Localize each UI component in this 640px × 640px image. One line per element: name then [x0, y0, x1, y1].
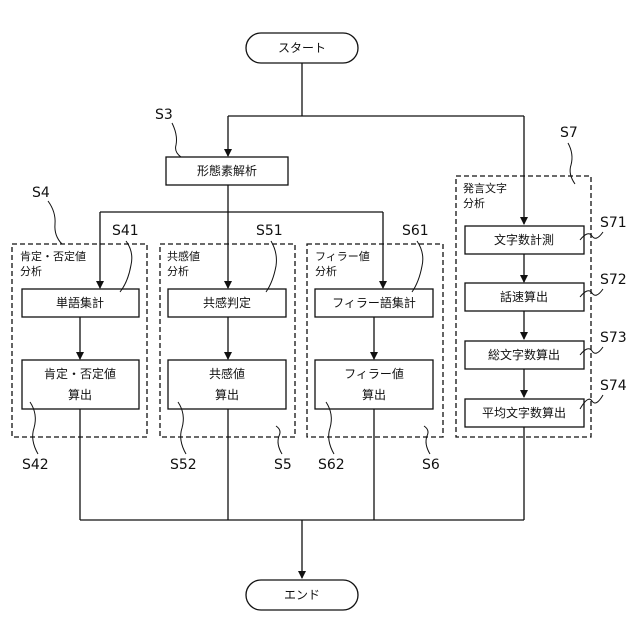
node-word-count-label: 単語集計: [56, 295, 104, 310]
leader-s62: [326, 402, 334, 454]
group-speech-label-2: 分析: [463, 196, 485, 210]
leader-s52: [178, 402, 186, 454]
start-terminal-label: スタート: [278, 41, 326, 55]
node-morph-label: 形態素解析: [197, 163, 257, 178]
group-posneg-label-2: 分析: [20, 264, 42, 278]
node-empathy-calc-label-1: 共感値: [209, 366, 245, 381]
ref-s42: S42: [22, 457, 49, 473]
ref-s4: S4: [32, 185, 50, 201]
node-filler-calc-label-2: 算出: [362, 387, 386, 402]
leader-s4: [48, 201, 62, 244]
ref-s73: S73: [600, 330, 627, 346]
node-empathy-calc: 共感値 算出: [168, 360, 286, 409]
node-filler-calc-label-1: フィラー値: [344, 366, 404, 381]
ref-s72: S72: [600, 272, 627, 288]
leader-s41: [120, 241, 132, 292]
ref-s41: S41: [112, 223, 139, 239]
node-filler-count-label: フィラー語集計: [332, 295, 416, 310]
group-posneg-label-1: 肯定・否定値: [20, 249, 86, 263]
leader-s3: [172, 123, 181, 157]
group-empathy-label-1: 共感値: [167, 250, 200, 263]
leader-s51: [266, 241, 276, 292]
ref-s5: S5: [274, 457, 292, 473]
ref-s71: S71: [600, 215, 627, 231]
node-total-chars-label: 総文字数算出: [488, 347, 560, 362]
ref-s6: S6: [422, 457, 440, 473]
group-speech-label-1: 発言文字: [463, 181, 507, 195]
node-total-chars: 総文字数算出: [465, 341, 584, 369]
node-morph: 形態素解析: [166, 157, 288, 185]
start-terminal: スタート: [246, 33, 358, 63]
ref-s3: S3: [155, 107, 173, 123]
node-avg-chars: 平均文字数算出: [465, 399, 584, 427]
node-posneg-calc: 肯定・否定値 算出: [22, 360, 139, 409]
leader-s5: [276, 426, 282, 454]
node-empathy-judge: 共感判定: [168, 289, 286, 317]
leader-s7: [568, 143, 575, 184]
ref-s61: S61: [402, 223, 429, 239]
node-char-measure: 文字数計測: [465, 226, 584, 254]
ref-s52: S52: [170, 457, 197, 473]
node-posneg-calc-label-2: 算出: [68, 387, 92, 402]
ref-s74: S74: [600, 378, 627, 394]
node-speed-calc: 話速算出: [465, 283, 584, 311]
ref-s62: S62: [318, 457, 345, 473]
end-terminal-label: エンド: [284, 588, 320, 602]
leader-s6: [424, 426, 430, 454]
node-empathy-calc-label-2: 算出: [215, 387, 239, 402]
ref-s51: S51: [256, 223, 283, 239]
node-empathy-judge-label: 共感判定: [203, 295, 251, 310]
node-char-measure-label: 文字数計測: [494, 232, 554, 247]
node-filler-calc: フィラー値 算出: [315, 360, 433, 409]
group-empathy-label-2: 分析: [167, 264, 189, 278]
node-filler-count: フィラー語集計: [315, 289, 433, 317]
ref-s7: S7: [560, 125, 578, 141]
leader-s42: [30, 402, 38, 454]
node-speed-calc-label: 話速算出: [500, 289, 548, 304]
group-filler-label-1: フィラー値: [315, 250, 370, 263]
node-posneg-calc-label-1: 肯定・否定値: [44, 366, 116, 381]
leader-s61: [412, 241, 423, 292]
end-terminal: エンド: [246, 580, 358, 610]
node-word-count: 単語集計: [22, 289, 139, 317]
node-avg-chars-label: 平均文字数算出: [482, 405, 566, 420]
group-filler-label-2: 分析: [315, 264, 337, 278]
